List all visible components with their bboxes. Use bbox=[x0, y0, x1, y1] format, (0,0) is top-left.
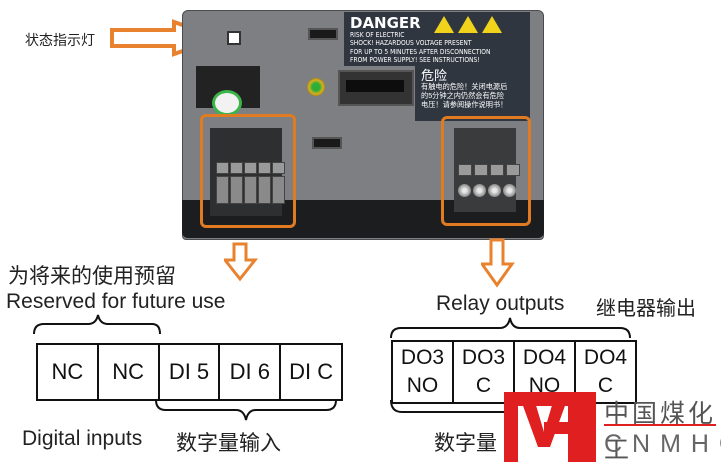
knob bbox=[212, 90, 242, 116]
left-terminal-highlight bbox=[200, 114, 296, 228]
digital-inputs-brace bbox=[155, 399, 337, 421]
danger-text-cn: 有触电的危险！关闭电源后 的5分钟之内仍然会有危险 电压！请参阅操作说明书！ bbox=[421, 82, 508, 109]
pin-nc-2: NC bbox=[99, 345, 160, 399]
port-slot bbox=[338, 70, 414, 106]
digital-inputs-label-cn: 数字量输入 bbox=[176, 432, 281, 455]
pin-di5: DI 5 bbox=[160, 345, 221, 399]
relay-digital-label-cn: 数字量 bbox=[434, 432, 497, 455]
grounding-screw-icon bbox=[307, 78, 325, 96]
pin-nc-1: NC bbox=[38, 345, 99, 399]
relay-outputs-label-en: Relay outputs bbox=[436, 292, 565, 315]
relay-outputs-label-cn: 继电器输出 bbox=[596, 298, 696, 320]
left-terminal-block bbox=[210, 128, 285, 216]
digital-input-pinout: NC NC DI 5 DI 6 DI C bbox=[36, 343, 343, 401]
watermark-divider bbox=[604, 424, 716, 426]
relay-outputs-brace bbox=[390, 317, 631, 339]
watermark-en: CNMHG bbox=[604, 430, 721, 458]
relay-digital-brace bbox=[390, 399, 516, 413]
danger-text: RISK OF ELECTRIC SHOCK! HAZARDOUS VOLTAG… bbox=[350, 30, 491, 65]
hot-surface-warning-icon bbox=[434, 16, 454, 33]
reserved-brace bbox=[33, 314, 161, 335]
status-led bbox=[227, 31, 241, 45]
danger-label-cn: 危险 有触电的危险！关闭电源后 的5分钟之内仍然会有危险 电压！请参阅操作说明书… bbox=[415, 63, 530, 121]
danger-label: DANGER RISK OF ELECTRIC SHOCK! HAZARDOUS… bbox=[344, 12, 530, 66]
pin-dic: DI C bbox=[289, 359, 334, 384]
danger-title: DANGER bbox=[350, 14, 421, 32]
left-down-arrow bbox=[224, 242, 258, 282]
reserved-label-cn: 为将来的使用预留 bbox=[8, 265, 176, 288]
reserved-label-en: Reserved for future use bbox=[6, 290, 226, 313]
digital-inputs-label-en: Digital inputs bbox=[22, 427, 143, 450]
warning-triangles bbox=[434, 16, 502, 33]
caution-warning-icon bbox=[482, 16, 502, 33]
right-down-arrow bbox=[481, 238, 515, 288]
cnmhg-logo-icon bbox=[504, 392, 596, 462]
right-terminal-highlight bbox=[441, 116, 531, 226]
vent-slot bbox=[312, 137, 342, 149]
status-indicator-label: 状态指示灯 bbox=[25, 32, 95, 48]
vent-slot bbox=[308, 28, 338, 40]
watermark-cn: 中国煤化工 bbox=[604, 400, 717, 464]
electric-shock-warning-icon bbox=[458, 16, 478, 33]
danger-title-cn: 危险 bbox=[421, 68, 448, 83]
right-terminal-block bbox=[454, 128, 520, 212]
pin-di6: DI 6 bbox=[220, 345, 282, 399]
